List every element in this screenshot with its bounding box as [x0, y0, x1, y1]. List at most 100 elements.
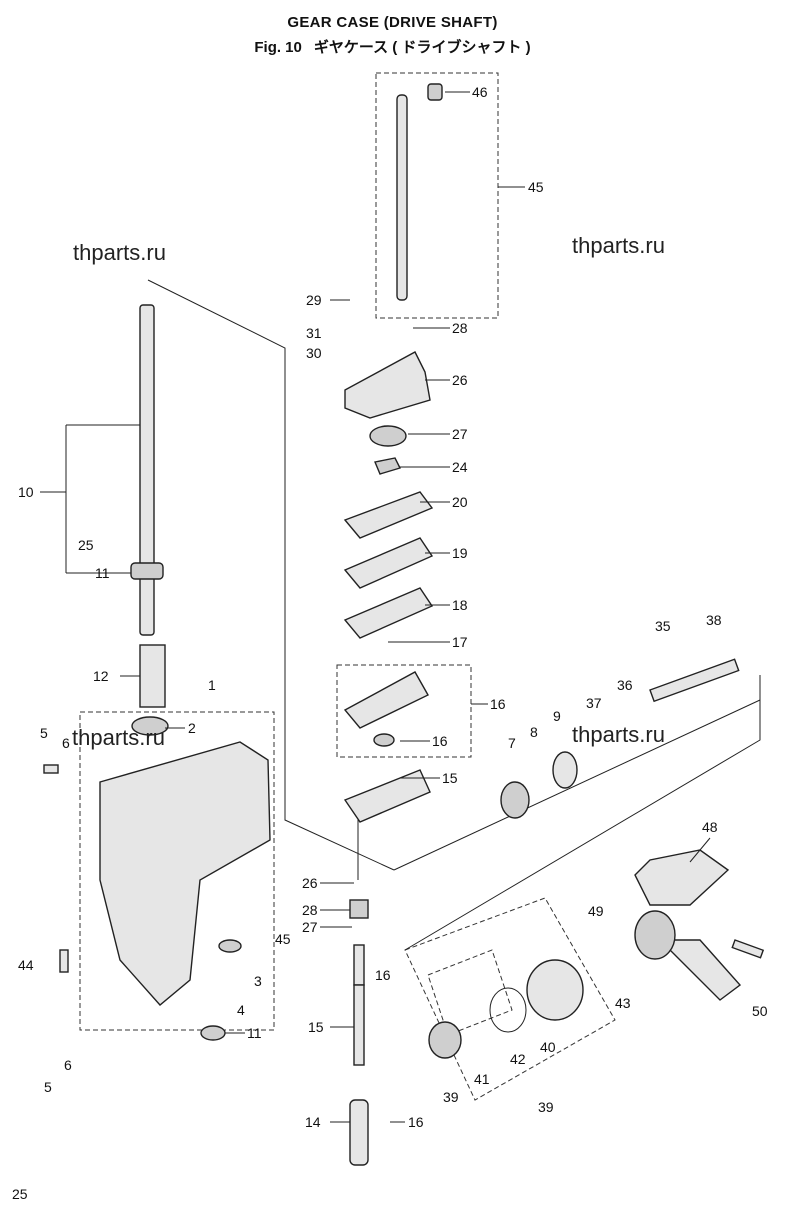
propeller-shaft — [649, 658, 740, 703]
group-box-39 — [404, 897, 616, 1101]
callout-label: 41 — [474, 1071, 490, 1087]
callout-label: 15 — [442, 770, 458, 786]
callout-label: 16 — [490, 696, 506, 712]
watermark: thparts.ru — [572, 233, 665, 258]
callout-label: 49 — [588, 903, 604, 919]
group-box-42 — [427, 949, 513, 1036]
callout-label: 8 — [530, 724, 538, 740]
gasket-21 — [343, 587, 434, 639]
callout-label: 27 — [302, 919, 318, 935]
insert-cartridge — [369, 425, 407, 447]
sleeve-12 — [139, 644, 166, 708]
pump-case — [344, 351, 431, 419]
callout-label: 4 — [237, 1002, 245, 1018]
callout-label: 2 — [188, 720, 196, 736]
callout-label: 40 — [540, 1039, 556, 1055]
callout-label: 39 — [538, 1099, 554, 1115]
impeller — [374, 457, 401, 475]
group-box-49 — [375, 72, 499, 319]
callout-label: 1 — [208, 677, 216, 693]
shaft-collar — [130, 562, 164, 580]
callout-label: 43 — [615, 995, 631, 1011]
callout-label: 5 — [40, 725, 48, 741]
leader-lines — [40, 91, 711, 1123]
pin-48 — [731, 939, 765, 959]
plug-13 — [200, 1025, 226, 1041]
callout-label: 3 — [254, 973, 262, 989]
bearing-7 — [500, 781, 530, 819]
shift-rod-15 — [353, 984, 365, 1066]
callout-label: 10 — [18, 484, 34, 500]
callout-label: 14 — [305, 1114, 321, 1130]
callout-label: 42 — [510, 1051, 526, 1067]
callout-label: 37 — [586, 695, 602, 711]
bearing-41 — [428, 1021, 462, 1059]
callout-label: 45 — [528, 179, 544, 195]
bush-26 — [349, 899, 369, 919]
drive-shaft — [139, 304, 155, 636]
watermark: thparts.ru — [73, 240, 166, 265]
gasket-17 — [343, 769, 431, 823]
watermark: thparts.ru — [72, 725, 165, 750]
callout-label: 7 — [508, 735, 516, 751]
callout-label: 19 — [452, 545, 468, 561]
grommet-50 — [427, 83, 443, 101]
callout-label: 20 — [452, 494, 468, 510]
group-box-18 — [336, 664, 472, 758]
water-tube — [396, 94, 408, 301]
callout-label: 30 — [306, 345, 322, 361]
group-box-1 — [79, 711, 275, 1031]
callout-label: 12 — [93, 668, 109, 684]
callout-label: 27 — [452, 426, 468, 442]
callout-label: 25 — [78, 537, 94, 553]
watermark: thparts.ru — [572, 722, 665, 747]
callout-label: 35 — [655, 618, 671, 634]
axis-line — [404, 675, 761, 951]
callout-label: 17 — [452, 634, 468, 650]
callout-label: 18 — [452, 597, 468, 613]
diagram-subtitle: Fig. 10 ギヤケース ( ドライブシャフト ) — [0, 36, 785, 57]
oil-seal-19 — [373, 733, 395, 747]
page-number: 25 — [12, 1186, 28, 1202]
gasket-23 — [343, 491, 434, 539]
callout-label: 50 — [752, 1003, 768, 1019]
callout-label: 36 — [617, 677, 633, 693]
callout-label: 31 — [306, 325, 322, 341]
callout-label: 15 — [308, 1019, 324, 1035]
callout-labels: 46 45 29 31 30 28 26 27 24 20 19 18 17 1… — [18, 84, 768, 1130]
propeller-blade — [634, 849, 730, 906]
callout-label: 9 — [553, 708, 561, 724]
callout-label: 45 — [275, 931, 291, 947]
japanese-title: ギヤケース ( ドライブシャフト ) — [313, 39, 531, 56]
callout-label: 28 — [302, 902, 318, 918]
axis-line — [147, 279, 395, 871]
callout-label: 16 — [432, 733, 448, 749]
callout-label: 28 — [452, 320, 468, 336]
callout-label: 48 — [702, 819, 718, 835]
callout-label: 11 — [95, 565, 110, 581]
callout-label: 39 — [443, 1089, 459, 1105]
axis-line — [393, 699, 761, 871]
o-ring-43 — [489, 987, 527, 1033]
callout-label: 24 — [452, 459, 468, 475]
shift-rod-14 — [349, 1099, 369, 1166]
plug-3 — [218, 939, 242, 953]
callout-label: 6 — [64, 1057, 72, 1073]
callout-label: 46 — [472, 84, 488, 100]
callout-label: 16 — [408, 1114, 424, 1130]
shift-rod-upper — [353, 944, 365, 986]
bearing-2 — [131, 716, 169, 736]
bolt-5 — [43, 764, 59, 774]
callout-label: 29 — [306, 292, 322, 308]
figure-number: Fig. 10 — [254, 39, 302, 56]
callout-label: 5 — [44, 1079, 52, 1095]
pump-base — [343, 671, 429, 729]
diagram-title: GEAR CASE (DRIVE SHAFT) — [287, 14, 498, 31]
callout-label: 38 — [706, 612, 722, 628]
callout-label: 11 — [247, 1025, 262, 1041]
callout-label: 16 — [375, 967, 391, 983]
bolt-45 — [59, 949, 69, 973]
callout-label: 6 — [62, 735, 70, 751]
